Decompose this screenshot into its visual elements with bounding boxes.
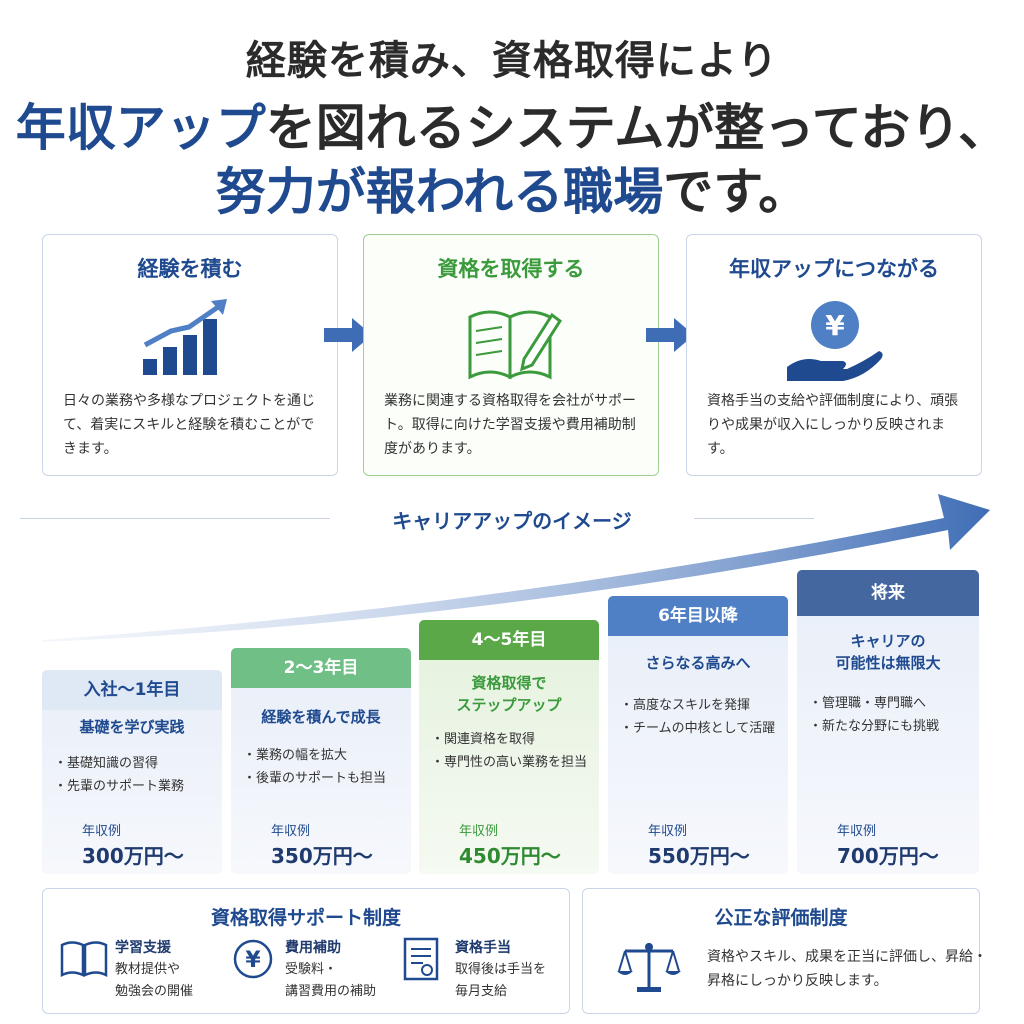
stage-subtitle-line-1: 資格取得で [471,674,547,692]
svg-text:¥: ¥ [245,948,261,973]
salary-label: 年収例 [837,824,877,839]
stage-bullet: 関連資格を取得 [431,728,599,751]
support-item-line: 講習費用の補助 [285,984,377,999]
evaluation-description: 資格やスキル、成果を正当に評価し、昇給・昇格にしっかり反映します。 [707,949,987,989]
certificate-icon [403,937,439,981]
stage-head: 将来 [797,570,979,616]
support-system-panel: 資格取得サポート制度 学習支援 教材提供や 勉強会の開催 ¥ 費用補助 受験料・… [42,888,570,1014]
step-title: 年収アップにつながる [729,257,939,281]
salary-value: 550万円〜 [648,844,750,868]
salary-label: 年収例 [648,824,688,839]
stage-subtitle-line-2: 可能性は無限大 [835,654,941,672]
salary-value: 350万円〜 [271,844,373,868]
support-item-title: 学習支援 [115,940,171,956]
panel-title: 公正な評価制度 [714,907,848,929]
career-stage-2: 2〜3年目 経験を積んで成長 業務の幅を拡大 後輩のサポートも担当 年収例 35… [231,648,411,874]
stage-bullet: 業務の幅を拡大 [243,744,411,767]
headline-accent-salary-up: 年収アップ [15,98,266,157]
support-item-line: 取得後は手当を [455,962,547,977]
yen-coin-icon: ¥ [233,939,273,979]
panel-title: 資格取得サポート制度 [210,907,401,929]
support-item-text: 費用補助 受験料・ 講習費用の補助 [285,937,415,1003]
stage-bullets: 基礎知識の習得 先輩のサポート業務 [42,752,222,798]
step-description: 日々の業務や多様なプロジェクトを通じて、着実にスキルと経験を積むことができます。 [63,393,315,457]
yen-hand-icon: ¥ [787,301,883,381]
section-divider-right [694,518,814,519]
stage-bullet: 先輩のサポート業務 [54,775,222,798]
stage-bullets: 高度なスキルを発揮 チームの中核として活躍 [608,694,788,740]
flow-arrow-icon [324,318,372,352]
flow-arrow-icon [646,318,694,352]
step-title: 資格を取得する [437,257,585,281]
evaluation-system-panel: 公正な評価制度 資格やスキル、成果を正当に評価し、昇給・昇格にしっかり反映します… [582,888,987,1014]
step-card-salary-up: 年収アップにつながる ¥ 資格手当の支給や評価制度により、頑張りや成果が収入にし… [686,234,982,476]
support-item-line: 受験料・ [285,962,338,977]
book-icon [60,941,108,978]
bar-chart-growth-icon [143,299,227,375]
headline-line-2: 年収アップを図れるシステムが整っており、 [0,88,1024,160]
stage-head: 2〜3年目 [231,648,411,688]
step-title: 経験を積む [137,257,243,281]
support-item-line: 教材提供や [115,962,181,977]
salary-value: 700万円〜 [837,844,939,868]
career-stage-4: 6年目以降 さらなる高みへ 高度なスキルを発揮 チームの中核として活躍 年収例 … [608,596,788,874]
svg-text:¥: ¥ [825,309,845,342]
salary-label: 年収例 [271,824,311,839]
stage-bullets: 関連資格を取得 専門性の高い業務を担当 [419,728,599,774]
stage-bullet: 高度なスキルを発揮 [620,694,788,717]
salary-label: 年収例 [459,824,499,839]
stage-bullet: 基礎知識の習得 [54,752,222,775]
headline-line-1: 経験を積み、資格取得により [245,37,779,84]
stage-bullet: 専門性の高い業務を担当 [431,751,599,774]
book-pencil-icon [468,310,562,380]
headline-line-2-rest: を図れるシステムが整っており、 [265,98,1009,157]
career-stage-5: 将来 キャリアの 可能性は無限大 管理職・専門職へ 新たな分野にも挑戦 年収例 … [797,570,979,874]
salary-label: 年収例 [82,824,122,839]
stage-head: 4〜5年目 [419,620,599,660]
support-item-title: 費用補助 [285,940,341,956]
career-section-title: キャリアアップのイメージ [330,505,694,534]
scales-icon [617,943,681,992]
step-card-qualification: 資格を取得する 業務に関連する資格取得を会社がサポート。取得に向けた学習支援や費… [363,234,659,476]
support-item-text: 資格手当 取得後は手当を 毎月支給 [455,937,585,1003]
stage-bullet: 管理職・専門職へ [809,692,979,715]
stage-head: 入社〜1年目 [42,670,222,710]
section-divider-left [20,518,330,519]
stage-bullet: 後輩のサポートも担当 [243,767,411,790]
stage-subtitle-line-2: ステップアップ [456,696,562,714]
stage-bullets: 業務の幅を拡大 後輩のサポートも担当 [231,744,411,790]
step-card-experience: 経験を積む 日々の業務や多様なプロジェクトを通じて、着実にスキルと経験を積むこと… [42,234,338,476]
stage-subtitle: さらなる高みへ [645,654,751,672]
salary-value: 450万円〜 [459,844,561,868]
stage-bullets: 管理職・専門職へ 新たな分野にも挑戦 [797,692,979,738]
career-stage-1: 入社〜1年目 基礎を学び実践 基礎知識の習得 先輩のサポート業務 年収例 300… [42,670,222,874]
stage-bullet: チームの中核として活躍 [620,717,788,740]
stage-subtitle: 経験を積んで成長 [261,708,381,726]
support-item-line: 毎月支給 [455,984,508,999]
stage-bullet: 新たな分野にも挑戦 [809,715,979,738]
headline-accent-rewarding: 努力が報われる職場 [215,162,664,221]
stage-subtitle-line-1: キャリアの [850,632,926,650]
salary-value: 300万円〜 [82,844,184,868]
support-item-text: 学習支援 教材提供や 勉強会の開催 [115,937,245,1003]
stage-subtitle: 基礎を学び実践 [79,718,185,736]
headline-line-3: 努力が報われる職場です。 [0,152,1024,224]
support-item-line: 勉強会の開催 [115,984,194,999]
support-item-title: 資格手当 [455,940,511,956]
step-description: 業務に関連する資格取得を会社がサポート。取得に向けた学習支援や費用補助制度があり… [384,393,636,457]
headline-line-3-rest: です。 [663,162,809,221]
stage-head: 6年目以降 [608,596,788,636]
step-description: 資格手当の支給や評価制度により、頑張りや成果が収入にしっかり反映されます。 [707,393,959,457]
career-stage-3: 4〜5年目 資格取得で ステップアップ 関連資格を取得 専門性の高い業務を担当 … [419,620,599,874]
